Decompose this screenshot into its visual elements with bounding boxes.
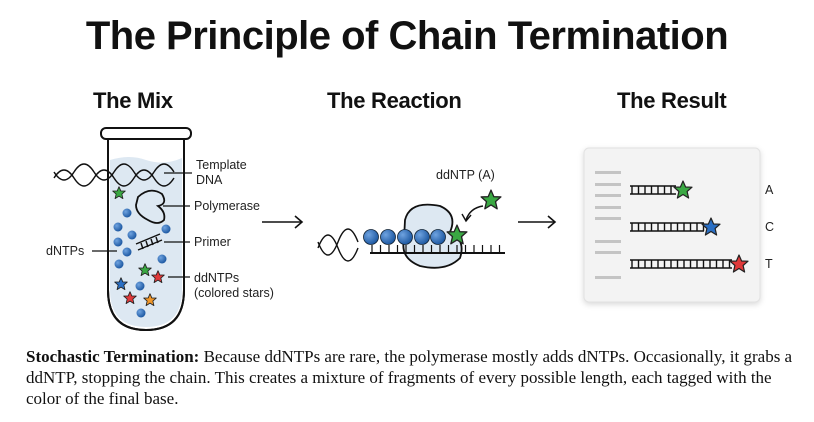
result-label-a: A — [765, 183, 774, 197]
result-label-c: C — [765, 220, 775, 234]
label-dntps: dNTPs — [46, 244, 85, 258]
dntp-molecules — [113, 208, 171, 318]
ddntp-star-incoming — [480, 189, 502, 210]
caption: Stochastic Termination: Because ddNTPs a… — [26, 346, 806, 409]
label-leaders — [92, 172, 192, 278]
section-title-mix: The Mix — [93, 88, 173, 113]
label-ddntps: ddNTPs(colored stars) — [194, 271, 274, 300]
caption-bold: Stochastic Termination: — [26, 347, 200, 366]
result-gel-panel — [583, 147, 761, 303]
section-title-result: The Result — [617, 88, 727, 113]
caption-text: Because ddNTPs are rare, the polymerase … — [26, 347, 793, 408]
label-primer: Primer — [194, 235, 231, 249]
polymerase-icon — [135, 189, 166, 224]
label-ddntp-a: ddNTP (A) — [436, 168, 495, 182]
label-polymerase: Polymerase — [194, 199, 260, 213]
reaction-scene — [317, 189, 505, 269]
page-title: The Principle of Chain Termination — [85, 14, 729, 58]
template-dna-icon — [53, 163, 175, 187]
arrow-icon — [262, 215, 304, 229]
arrow-icon — [518, 215, 557, 229]
primer-icon — [135, 233, 163, 251]
result-label-t: T — [765, 257, 773, 271]
section-title-reaction: The Reaction — [327, 88, 462, 113]
